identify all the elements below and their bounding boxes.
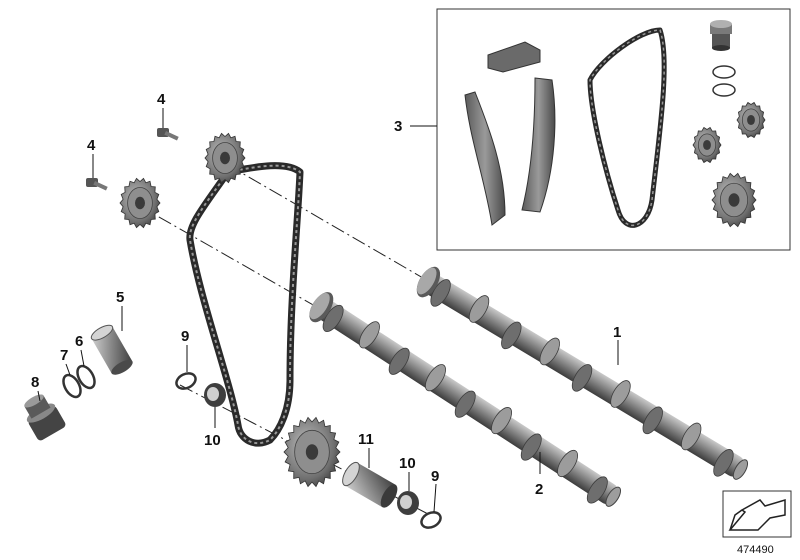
callout-9: 9 [431,468,439,485]
callout-10: 10 [204,432,221,449]
diagram-number: 474490 [737,544,774,556]
plug-icon [710,20,732,51]
centerline-upper [227,164,431,283]
callout-7: 7 [60,347,68,364]
timing-chain-icon [587,27,667,228]
arrow-logo-icon [722,490,792,538]
sprocket-icon [283,416,341,488]
camshaft-icon [416,266,749,480]
callout-11: 11 [358,431,374,448]
sprocket-icon [204,132,246,184]
sleeve-icon [90,324,133,375]
callout-8: 8 [31,374,39,391]
callout-4: 4 [87,137,96,154]
sprocket-icon [711,172,757,228]
callout-4: 4 [157,91,166,108]
bolt-icon [157,128,179,141]
callout-1: 1 [613,324,621,341]
seal-ring-icon [76,364,96,390]
callout-6: 6 [75,333,83,350]
leader-line [80,349,85,367]
chain-guide-icon [521,77,556,213]
seal-ring-icon [712,83,736,97]
seal-ring-icon [712,65,736,79]
callout-2: 2 [535,481,543,498]
callout-5: 5 [116,289,124,306]
chain-guide-icon [487,41,541,73]
sprocket-icon [736,101,766,139]
sleeve-icon [342,461,398,508]
plug-icon [24,394,66,441]
seal-ring-icon [420,511,442,529]
timing-chain-icon [186,162,304,447]
leader-line [37,390,41,402]
sprocket-icon [692,126,722,164]
leader-line [433,483,437,513]
sprocket-icon [119,177,161,229]
camshaft-icon [309,292,622,507]
seal-ring-icon [62,373,82,399]
callout-3: 3 [394,118,402,135]
seal-ring-icon [397,491,419,515]
seal-ring-icon [204,383,226,407]
kit-inset-frame [436,8,791,251]
bolt-icon [86,178,108,191]
seal-ring-icon [175,372,197,390]
leader-line [65,363,71,376]
callout-10: 10 [399,455,416,472]
chain-guide-icon [464,91,506,226]
callout-9: 9 [181,328,189,345]
